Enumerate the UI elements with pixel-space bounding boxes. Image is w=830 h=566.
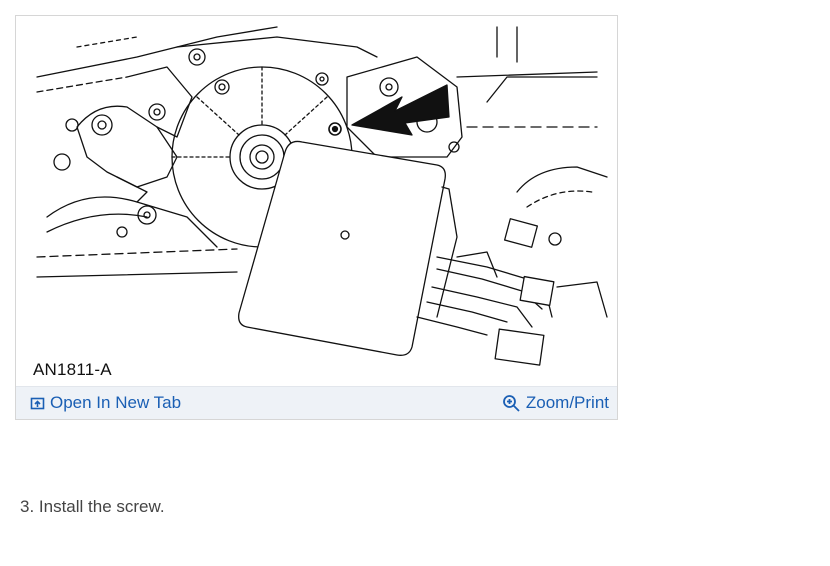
open-new-tab-icon bbox=[30, 396, 45, 411]
figure-card: AN1811-A Open In New Tab Zoom/Print bbox=[15, 15, 618, 420]
magnifier-plus-icon bbox=[502, 394, 521, 413]
technical-illustration bbox=[36, 26, 608, 366]
instruction-step: 3. Install the screw. bbox=[20, 497, 165, 516]
figure-label: AN1811-A bbox=[33, 360, 112, 379]
open-in-new-tab-link[interactable]: Open In New Tab bbox=[30, 393, 181, 413]
zoom-print-link[interactable]: Zoom/Print bbox=[502, 393, 609, 413]
figure-toolbar: Open In New Tab Zoom/Print bbox=[16, 386, 617, 419]
zoom-print-label: Zoom/Print bbox=[525, 393, 609, 412]
open-in-new-tab-label: Open In New Tab bbox=[50, 393, 182, 412]
